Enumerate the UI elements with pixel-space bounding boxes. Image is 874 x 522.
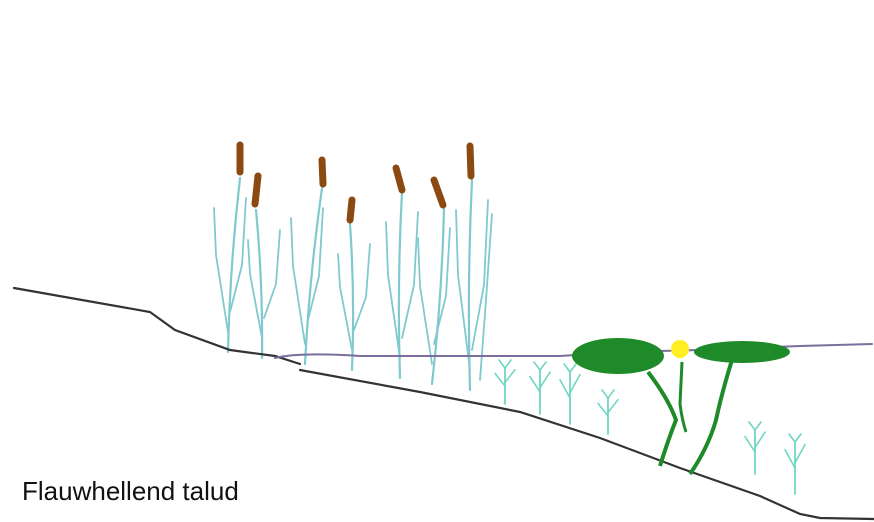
lily-pad-left xyxy=(572,338,664,374)
reed-leaf xyxy=(264,230,280,318)
reed-leaf xyxy=(472,200,488,350)
reed-leaf xyxy=(291,218,305,344)
reed-stem xyxy=(432,208,444,384)
cattail-plant xyxy=(338,200,370,370)
reed-leaf xyxy=(354,244,370,330)
cattail-head xyxy=(470,146,471,176)
bank-profile-upper xyxy=(14,288,300,364)
lily-stem-left xyxy=(648,372,676,466)
cattail-plant xyxy=(456,146,488,390)
reed-leaf xyxy=(418,238,432,364)
cattail-plant xyxy=(418,180,450,384)
submerged-plant xyxy=(560,364,580,424)
cattail-plant xyxy=(248,176,280,358)
submerged-plant xyxy=(495,360,515,404)
submerged-plant xyxy=(598,390,618,434)
lily-flower xyxy=(671,340,689,358)
submerged-plant xyxy=(745,422,765,474)
lily-pad-right xyxy=(694,341,790,363)
cattail-head xyxy=(434,180,443,205)
diagram-caption: Flauwhellend talud xyxy=(22,476,239,507)
water-lily xyxy=(572,338,790,474)
reed-leaf xyxy=(338,254,352,350)
cattail-plant xyxy=(386,168,418,378)
lily-stem-right xyxy=(690,360,732,474)
reed-leaf xyxy=(402,212,418,338)
submerged-plant xyxy=(785,434,805,494)
bank-profile-slope xyxy=(300,370,874,519)
cattail-plant xyxy=(291,160,323,364)
reed-stem xyxy=(228,178,240,352)
cattail-plant xyxy=(214,145,246,352)
lily-stem-middle xyxy=(680,362,686,432)
cattail-head xyxy=(255,176,258,204)
cattail-head xyxy=(396,168,402,190)
reed-leaf xyxy=(214,208,228,332)
cattail-head xyxy=(350,200,352,220)
submerged-plant xyxy=(530,362,550,414)
cattail-head xyxy=(322,160,323,184)
submerged-plants xyxy=(495,360,805,494)
